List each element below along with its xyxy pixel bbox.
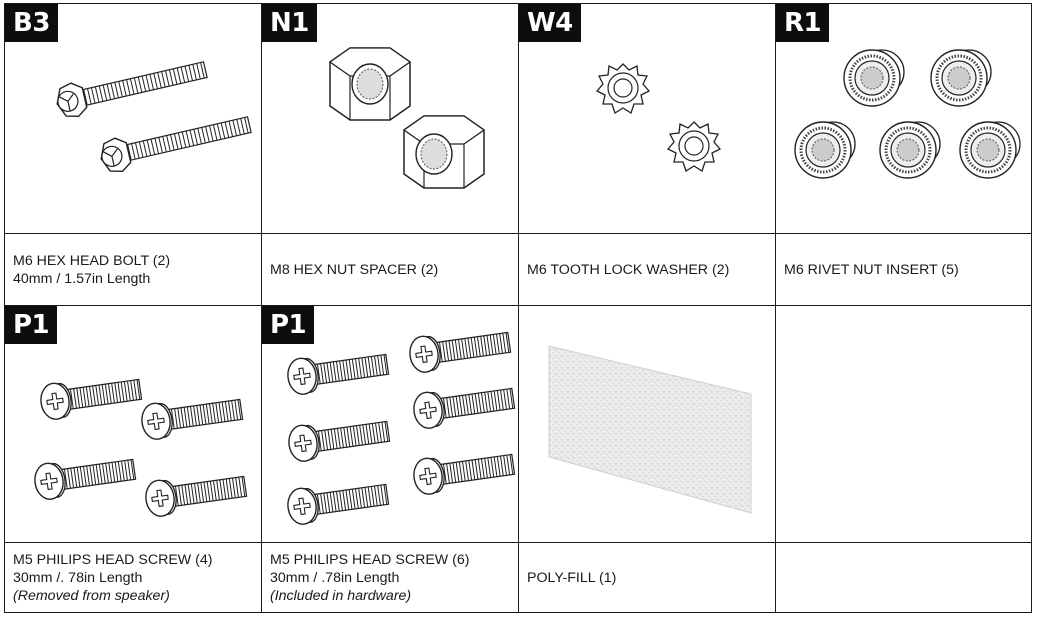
part-code-badge: P1 [5,306,58,344]
part-note: (Removed from speaker) [13,587,170,604]
part-name: M6 TOOTH LOCK WASHER (2) [527,261,730,278]
part-image-p1-included: P1 [261,305,519,543]
screw-icon [287,483,390,525]
part-name: M5 PHILIPS HEAD SCREW (4) [13,551,213,568]
part-image-r1: R1 [775,3,1032,234]
rivet-nut-icon [959,121,1021,179]
philips-screw-icon [34,378,248,517]
screw-icon [288,420,391,462]
part-code-badge: W4 [519,4,581,42]
hardware-parts-grid: B3 [4,3,1032,613]
rivet-nut-icon [930,49,992,107]
screw-icon [141,398,244,440]
empty-label-cell [775,542,1032,613]
part-image-b3: B3 [4,3,262,234]
part-code-badge: B3 [5,4,58,42]
part-image-p1-removed: P1 [4,305,262,543]
part-code-badge: R1 [776,4,830,42]
screw-icon [40,378,143,420]
rivet-nut-icon [794,121,856,179]
empty-image-cell [775,305,1032,543]
part-name: M6 HEX HEAD BOLT (2) [13,252,171,269]
part-note: (Included in hardware) [270,587,412,604]
part-length: 30mm / .78in Length [270,569,400,586]
poly-fill-icon [548,345,752,514]
part-name: POLY-FILL (1) [527,569,617,586]
part-image-n1: N1 [261,3,519,234]
part-label-p1-included: M5 PHILIPS HEAD SCREW (6) 30mm / .78in L… [261,542,519,613]
hex-bolt-icon [56,61,252,173]
part-name: M8 HEX NUT SPACER (2) [270,261,439,278]
hex-nut-icon [328,47,486,189]
part-length: 40mm / 1.57in Length [13,270,151,287]
philips-screw-icon [287,331,516,525]
screw-icon [409,331,512,373]
screw-icon [287,353,390,395]
part-name: M6 RIVET NUT INSERT (5) [784,261,959,278]
part-code-badge: N1 [262,4,317,42]
part-name: M5 PHILIPS HEAD SCREW (6) [270,551,470,568]
rivet-nut-icon [843,49,905,107]
screw-icon [34,458,137,500]
rivet-nut-icon [794,49,1021,179]
screw-icon [413,387,516,429]
part-image-w4: W4 [518,3,776,234]
screw-icon [413,453,516,495]
screw-icon [145,475,248,517]
part-label-p1-removed: M5 PHILIPS HEAD SCREW (4) 30mm /. 78in L… [4,542,262,613]
part-label-b3: M6 HEX HEAD BOLT (2) 40mm / 1.57in Lengt… [4,233,262,306]
tooth-washer-icon [595,63,722,172]
part-length: 30mm /. 78in Length [13,569,143,586]
part-label-r1: M6 RIVET NUT INSERT (5) [775,233,1032,306]
part-label-w4: M6 TOOTH LOCK WASHER (2) [518,233,776,306]
part-label-polyfill: POLY-FILL (1) [518,542,776,613]
rivet-nut-icon [879,121,941,179]
part-image-polyfill [518,305,776,543]
part-label-n1: M8 HEX NUT SPACER (2) [261,233,519,306]
part-code-badge: P1 [262,306,315,344]
